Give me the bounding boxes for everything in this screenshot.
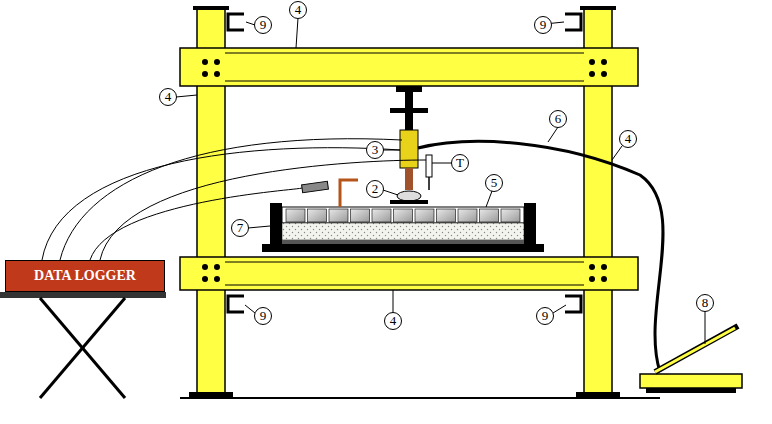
callout-number: 8 (696, 294, 714, 312)
callout-number: T (451, 154, 469, 172)
callout-number: 9 (534, 16, 552, 34)
callout-number: 5 (485, 174, 503, 192)
callout-number: 7 (231, 219, 249, 237)
callout-number: 4 (159, 88, 177, 106)
data-logger-box: DATA LOGGER (5, 260, 165, 292)
callout-number: 6 (549, 110, 567, 128)
callout-number: 4 (289, 1, 307, 19)
callout-number: 9 (536, 307, 554, 325)
node-label: DATA LOGGER (34, 268, 136, 284)
callout-number: 9 (254, 16, 272, 34)
callout-number: 3 (366, 141, 384, 159)
callout-number: 4 (619, 130, 637, 148)
callout-number: 2 (366, 180, 384, 198)
callout-number: 4 (384, 312, 402, 330)
callout-number: 9 (254, 307, 272, 325)
